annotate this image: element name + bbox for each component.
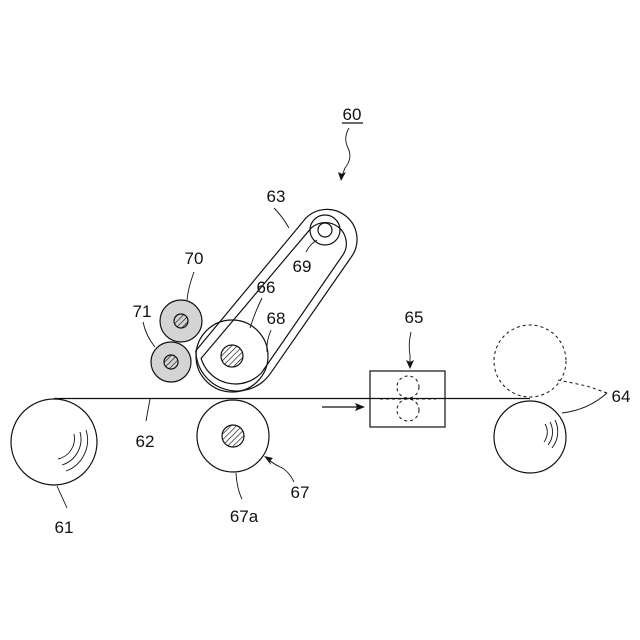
takeup-roll-64-dashed <box>494 325 566 397</box>
hatched-shaft-icon <box>174 314 188 328</box>
label-63: 63 <box>267 187 286 206</box>
label-70: 70 <box>185 249 204 268</box>
feed-roll-61 <box>11 399 97 485</box>
direction-arrow-icon <box>322 403 365 411</box>
label-68: 68 <box>267 309 286 328</box>
label-62: 62 <box>136 432 155 451</box>
label-67: 67 <box>291 483 310 502</box>
gray-roller-71 <box>151 342 191 382</box>
label-71: 71 <box>133 302 152 321</box>
belt-roller-66 <box>196 320 268 392</box>
takeup-roll-64 <box>494 401 566 473</box>
label-60: 60 <box>343 105 362 124</box>
label-66: 66 <box>257 278 276 297</box>
label-64: 64 <box>612 387 631 406</box>
hatched-shaft-icon <box>222 425 244 447</box>
hatched-shaft-icon <box>221 345 243 367</box>
lower-roller-67 <box>197 400 269 472</box>
label-65: 65 <box>405 308 424 327</box>
label-69: 69 <box>293 257 312 276</box>
belt-63 <box>196 209 357 391</box>
label-61: 61 <box>55 518 74 537</box>
label-67a: 67a <box>230 507 259 526</box>
small-pulley-69 <box>310 215 340 245</box>
gray-roller-70 <box>160 300 202 342</box>
hatched-shaft-icon <box>164 355 178 369</box>
